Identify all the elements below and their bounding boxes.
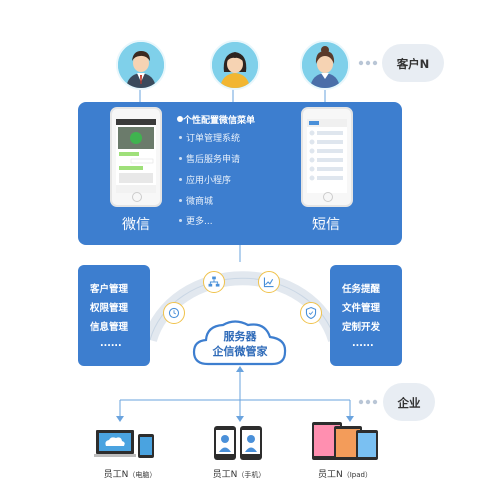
clock-icon — [163, 302, 185, 324]
left-item-more: ...... — [100, 338, 122, 349]
female-customer-avatar — [210, 40, 260, 90]
ipad-label-main: 员工N — [318, 470, 343, 480]
sms-label: 短信 — [312, 217, 340, 233]
wechat-phone — [110, 107, 162, 207]
chart-icon — [258, 271, 280, 293]
menu-bullet — [179, 136, 182, 139]
ipad-label: 员工N（Ipad） — [305, 467, 385, 480]
shield-icon — [300, 302, 322, 324]
menu-item-miniapp: 应用小程序 — [186, 176, 232, 186]
mobile-label: 员工N（手机） — [199, 467, 279, 480]
left-feature-panel — [78, 265, 150, 366]
customer-tag-bubble — [382, 44, 444, 82]
ipad-label-sub: （Ipad） — [342, 471, 372, 479]
right-item-more: ...... — [352, 338, 374, 349]
ipad-device-icon — [312, 422, 378, 460]
computer-label-main: 员工N — [103, 470, 129, 480]
menu-item-more: 更多... — [186, 217, 213, 227]
left-item-permission: 权限管理 — [90, 303, 129, 314]
enterprise-tag-bubble — [383, 383, 435, 421]
menu-bullet — [179, 199, 182, 202]
enterprise-tag: 企业 — [397, 396, 421, 410]
menu-bullet — [179, 219, 182, 222]
menu-title: 个性配置微信菜单 — [183, 116, 256, 126]
menu-bullet — [179, 178, 182, 181]
computer-label-sub: （电脑） — [128, 471, 157, 479]
home-button — [323, 192, 333, 202]
server-subtitle: 企信微管家 — [212, 345, 268, 358]
server-cloud-icon — [192, 320, 287, 366]
male-customer-avatar — [116, 40, 166, 90]
right-item-custom: 定制开发 — [342, 322, 381, 333]
wechat-label: 微信 — [122, 217, 150, 233]
computer-label: 员工N（电脑） — [90, 467, 170, 480]
female-customer-avatar-2 — [300, 40, 350, 90]
menu-bullet — [179, 157, 182, 160]
menu-title-bullet — [177, 116, 183, 122]
left-item-info: 信息管理 — [90, 322, 129, 333]
mobile-label-main: 员工N — [212, 470, 238, 480]
server-title: 服务器 — [223, 330, 257, 343]
sms-screen — [307, 119, 347, 193]
right-feature-panel — [330, 265, 402, 366]
menu-item-aftersale: 售后服务申请 — [186, 155, 241, 165]
customer-tag: 客户N — [396, 57, 430, 71]
menu-item-microstore: 微商城 — [186, 197, 214, 207]
mobile-device-icon — [214, 426, 262, 460]
computer-device-icon — [94, 430, 154, 458]
menu-item-order: 订单管理系统 — [186, 134, 241, 144]
sms-phone — [301, 107, 353, 207]
mobile-label-sub: （手机） — [237, 471, 266, 479]
right-item-file: 文件管理 — [342, 303, 381, 314]
left-item-customer: 客户管理 — [90, 284, 129, 295]
home-button — [132, 192, 142, 202]
right-item-task: 任务提醒 — [342, 284, 381, 295]
org-chart-icon — [203, 271, 225, 293]
wechat-screen — [116, 119, 156, 193]
